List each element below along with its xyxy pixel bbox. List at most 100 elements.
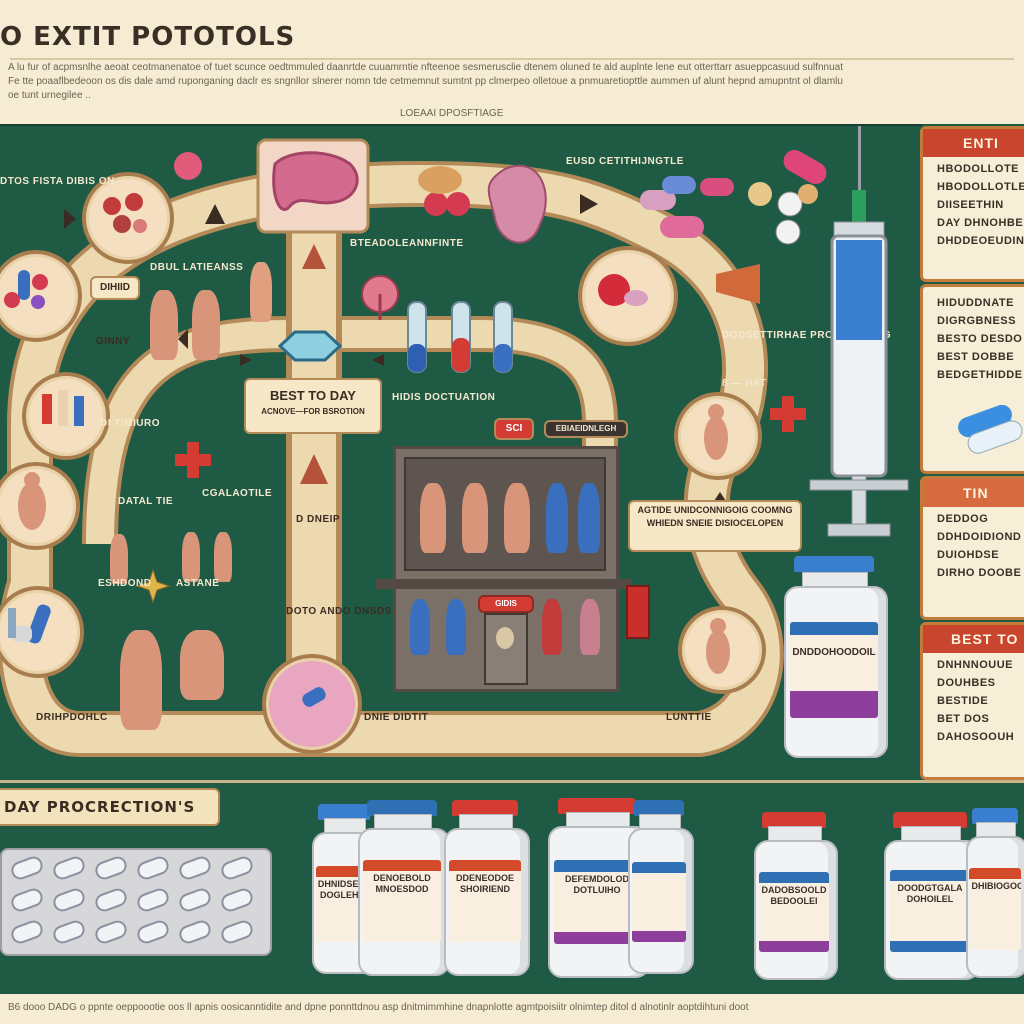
test-tube-icon — [407, 301, 427, 373]
vial — [628, 800, 694, 974]
blister-pills — [11, 856, 253, 944]
label-nat: BTEADOLEANNFINTE — [350, 238, 464, 249]
lung-icon — [361, 275, 399, 320]
vial: DHIBIOGOG — [966, 808, 1024, 978]
vial-label-text: DOODGTGALA DOHOILEL — [897, 883, 963, 905]
footer: B6 dooo DADG o ppnte oeppoootie oos ll a… — [0, 994, 1024, 1024]
blister-pack — [0, 848, 272, 956]
red-cross-icon — [770, 396, 806, 432]
pill-icon — [798, 184, 818, 204]
intro-text: A lu fur of acpmsnlhe aeoat ceotmanenato… — [8, 62, 843, 73]
pill-icon — [660, 216, 704, 238]
stomach-icon — [487, 164, 547, 244]
label-dirt: DI TIMIURO — [100, 418, 160, 429]
dark-tag: EBIAEIDNLEGH — [544, 420, 628, 438]
cabinet-door — [484, 613, 528, 685]
stage-circle-inhaler — [0, 586, 84, 678]
pill-icon — [424, 192, 448, 216]
panel-line: DAY DHNOHBE — [937, 217, 1024, 229]
label-hat: 8 — HAT — [722, 378, 767, 389]
vial-label-text: DENOEBOLD MNOESDOD — [373, 873, 431, 895]
panel-1-title: ENTI — [923, 129, 1024, 157]
info-box: AGTIDE UNIDCONNIGOIG COOMNG WHIEDN SNEIE… — [628, 500, 802, 552]
vial: DADOBSOOLD BEDOOLEI — [754, 812, 838, 980]
chevron-left-icon — [178, 329, 188, 349]
page-title: O EXTIT POTOTOLS — [0, 22, 296, 52]
figure — [546, 483, 568, 553]
vial-label-text: DEFEMDOLOD DOTLUIHO — [564, 873, 629, 895]
sidebar-panel-1: ENTI HBODOLLOTE HBODOLLOTLE DIISEETHIN D… — [920, 126, 1024, 282]
label-road: DNIE DIDTIT — [364, 712, 429, 723]
panel-line: DUIOHDSE — [937, 549, 1000, 561]
label-top-right: EUSD CETITHIJNGTLE — [566, 156, 684, 167]
panel-line: BEDGETHIDDE — [937, 369, 1023, 381]
vial-label-text: DHIBIOGOG — [971, 881, 1021, 892]
panel-line: BET DOS — [937, 713, 990, 725]
vial-label-text: DHNIDSEAD DOGLEHIO — [317, 878, 372, 900]
intestine-icon — [272, 151, 359, 211]
sidebar-panel-4: BEST TO DNHNNOUUE DOUHBES BESTIDE BET DO… — [920, 622, 1024, 780]
pill-icon — [446, 192, 470, 216]
pill-icon — [775, 219, 801, 245]
up-arrow-icon — [302, 244, 326, 269]
sidebar-panel-2: HIDUDDNATE DIGRGBNESS BESTO DESDO BEST D… — [920, 284, 1024, 474]
figure — [110, 534, 128, 584]
stage-circle-capsule — [578, 246, 678, 346]
chevron-up-icon — [205, 204, 225, 224]
subheader-text: LOEAAI DPOSFTIAGE — [400, 108, 504, 119]
footer-text: B6 dooo DADG o ppnte oeppoootie oos ll a… — [8, 1002, 749, 1013]
display-cabinet: GIDIS — [376, 446, 650, 692]
chevron-left-icon — [372, 354, 384, 366]
figure — [410, 599, 430, 655]
label-cycle: CGALAOTILE — [202, 488, 272, 499]
stage-circle-figure — [674, 392, 762, 480]
cabinet-side-tag — [626, 585, 650, 639]
sidebar-panel-3: TIN DEDDOG DDHDOIDIOND DUIOHDSE DIRHO DO… — [920, 476, 1024, 620]
molecule-icon — [277, 330, 343, 362]
label-lower-left: GINNY — [96, 336, 131, 347]
label-bottom-b: ASTANE — [176, 578, 220, 589]
chevron-right-icon — [240, 354, 252, 366]
intro-text-3: oe tunt urnegilee .. — [8, 90, 91, 101]
divider — [10, 58, 1014, 60]
figure — [446, 599, 466, 655]
figure — [578, 483, 600, 553]
panel-line: DIGRGBNESS — [937, 315, 1016, 327]
vial: DOODGTGALA DOHOILEL — [884, 812, 980, 980]
figure — [250, 262, 272, 322]
panel-line: HBODOLLOTLE — [937, 181, 1024, 193]
panel-line: DAHOSOOUH — [937, 731, 1015, 743]
panel-4-title: BEST TO — [923, 625, 1024, 653]
panel-line: DDHDOIDIOND — [937, 531, 1022, 543]
pill-icon — [662, 176, 696, 194]
vial-label-text: DDENEODOE SHOIRIEND — [455, 873, 514, 895]
cabinet-upper-shelf — [404, 457, 606, 571]
test-tube-icon — [493, 301, 513, 373]
label-hdr-left: DTOS FISTA DIBIS ON — [0, 176, 115, 187]
inner-path — [86, 320, 614, 545]
figure — [580, 599, 600, 655]
large-vial: DNDDOHOODOIL — [784, 556, 888, 758]
label-mid-right: HIDIS DOCTUATION — [392, 392, 496, 403]
panel-line: BEST DOBBE — [937, 351, 1015, 363]
label-btm-right: LUNTTIE — [666, 712, 712, 723]
panel-line: BESTIDE — [937, 695, 989, 707]
panel-line: DIRHO DOOBE — [937, 567, 1022, 579]
label-note: DODSETTIRHAE PROSTETIRING — [722, 330, 892, 341]
figure — [462, 483, 488, 553]
figure — [420, 483, 446, 553]
best-to-day-title: BEST TO DAY — [270, 388, 356, 403]
day-protections-banner: DAY PROCRECTION'S — [0, 788, 220, 826]
label-doc-a: D DNEIP — [296, 514, 341, 525]
panel-line: DNHNNOUUE — [937, 659, 1013, 671]
pill-icon — [418, 166, 462, 194]
cabinet-ledge — [376, 579, 632, 589]
label-muscle-ref: DBUL LATIEANSS — [150, 262, 244, 273]
pill-icon — [748, 182, 772, 206]
muscular-figure — [120, 630, 162, 730]
label-doc-b: DOTO ANDO DNSDS — [286, 606, 392, 617]
stage-circle-figure-2 — [678, 606, 766, 694]
best-to-day-box: BEST TO DAY ACNOVE—FOR BSROTION — [244, 378, 382, 434]
vial-label: DNDDOHOODOIL — [790, 622, 878, 718]
